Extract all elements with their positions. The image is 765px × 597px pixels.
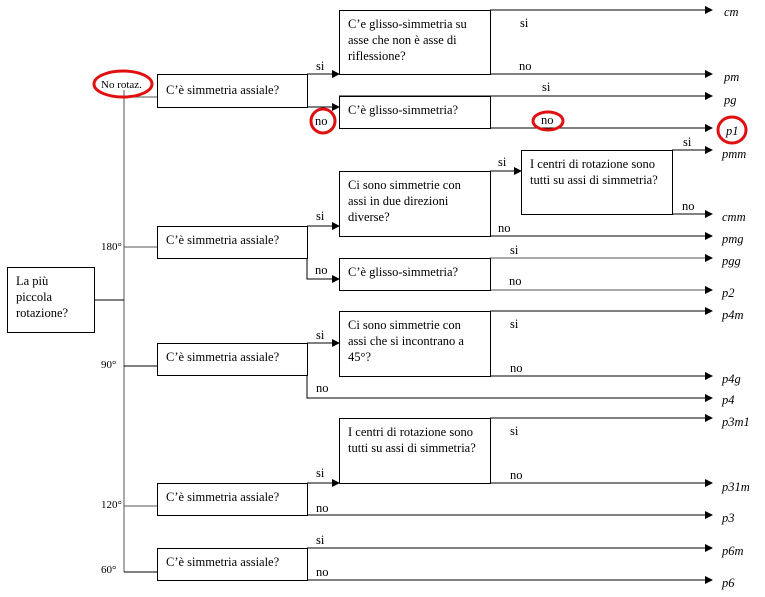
yes-label: si bbox=[542, 80, 551, 94]
no-label: no bbox=[316, 565, 329, 579]
question-glide-non-axis: C’e glisso-simmetria su asse che non è a… bbox=[339, 10, 491, 75]
result-pgg: pgg bbox=[722, 254, 741, 268]
result-cm: cm bbox=[724, 5, 739, 19]
question-axial-120: C’è simmetria assiale? bbox=[157, 483, 308, 516]
result-pg: pg bbox=[724, 93, 737, 107]
question-axial-no-rotation: C’è simmetria assiale? bbox=[157, 74, 308, 108]
result-p6: p6 bbox=[722, 576, 735, 590]
question-axial-60: C’è simmetria assiale? bbox=[157, 548, 308, 581]
yes-label: si bbox=[510, 243, 519, 257]
no-label: no bbox=[315, 114, 328, 128]
no-label: no bbox=[519, 59, 532, 73]
question-glide-no-rotation: C’è glisso-simmetria? bbox=[339, 96, 491, 129]
no-label: no bbox=[682, 199, 695, 213]
rotation-90-label: 90° bbox=[101, 359, 117, 371]
no-label: no bbox=[510, 468, 523, 482]
rotation-120-label: 120° bbox=[101, 499, 122, 511]
question-axial-180: C’è simmetria assiale? bbox=[157, 226, 308, 259]
yes-label: si bbox=[498, 155, 507, 169]
no-label: no bbox=[315, 263, 328, 277]
no-label: no bbox=[498, 221, 511, 235]
question-axes-45: Ci sono simmetrie con assi che si incont… bbox=[339, 311, 491, 377]
result-p4g: p4g bbox=[722, 372, 741, 386]
result-p6m: p6m bbox=[722, 544, 744, 558]
result-cmm: cmm bbox=[722, 210, 746, 224]
no-label: no bbox=[316, 501, 329, 515]
yes-label: si bbox=[316, 328, 325, 342]
result-p4: p4 bbox=[722, 393, 735, 407]
rotation-180-label: 180° bbox=[101, 241, 122, 253]
yes-label: si bbox=[316, 533, 325, 547]
result-p2: p2 bbox=[722, 286, 735, 300]
question-axial-90: C’è simmetria assiale? bbox=[157, 343, 308, 376]
rotation-none-label: No rotaz. bbox=[101, 79, 142, 91]
question-centers-120: I centri di rotazione sono tutti su assi… bbox=[339, 418, 491, 484]
result-p31m: p31m bbox=[722, 480, 750, 494]
question-centers-180: I centri di rotazione sono tutti su assi… bbox=[521, 150, 673, 215]
result-p4m: p4m bbox=[722, 308, 744, 322]
result-pm: pm bbox=[724, 70, 740, 84]
no-label: no bbox=[541, 113, 554, 127]
result-p3m1: p3m1 bbox=[722, 415, 750, 429]
no-label: no bbox=[316, 381, 329, 395]
yes-label: si bbox=[683, 135, 692, 149]
no-label: no bbox=[510, 361, 523, 375]
yes-label: si bbox=[510, 317, 519, 331]
yes-label: si bbox=[316, 466, 325, 480]
result-p1: p1 bbox=[726, 124, 739, 138]
yes-label: si bbox=[510, 424, 519, 438]
result-pmg: pmg bbox=[722, 232, 744, 246]
question-two-directions: Ci sono simmetrie con assi in due direzi… bbox=[339, 171, 491, 237]
yes-label: si bbox=[316, 59, 325, 73]
root-question-box: La più piccola rotazione? bbox=[7, 267, 95, 333]
yes-label: si bbox=[316, 209, 325, 223]
yes-label: si bbox=[520, 16, 529, 30]
rotation-60-label: 60° bbox=[101, 564, 117, 576]
no-label: no bbox=[509, 274, 522, 288]
result-p3: p3 bbox=[722, 511, 735, 525]
result-pmm: pmm bbox=[722, 147, 747, 161]
question-glide-180: C’è glisso-simmetria? bbox=[339, 258, 491, 291]
